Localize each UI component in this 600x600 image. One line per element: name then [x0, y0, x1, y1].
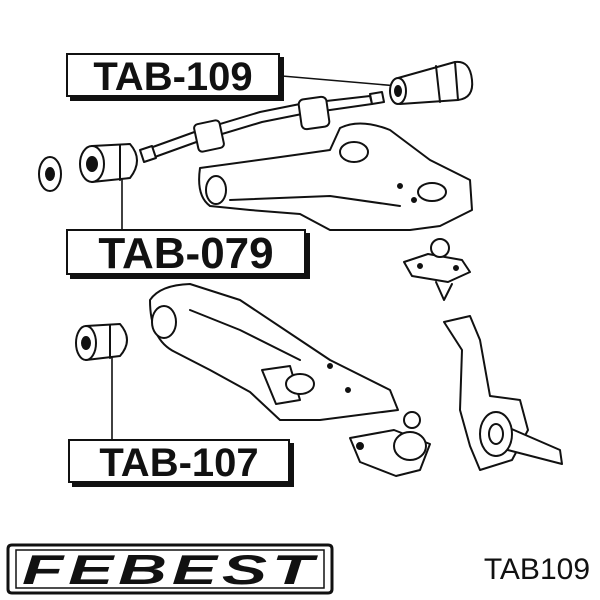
bushing-tab-109: [389, 60, 474, 105]
upper-control-arm: [198, 122, 473, 231]
lower-control-arm: [149, 283, 399, 421]
lower-ball-joint: [349, 411, 431, 477]
part-code: TAB109: [483, 553, 590, 586]
upper-ball-joint: [403, 238, 471, 301]
callout-tab-107: TAB-107: [68, 439, 290, 483]
steering-knuckle: [443, 315, 563, 471]
bushing-tab-079: [79, 143, 138, 183]
leader-lines: [111, 75, 399, 440]
febest-logo-text: FEBEST: [22, 546, 319, 593]
upper-arm-shaft: [139, 91, 385, 163]
febest-logo: FEBEST: [6, 543, 334, 595]
callout-tab-079: TAB-079: [66, 229, 306, 276]
washer: [38, 156, 62, 192]
callout-tab-109: TAB-109: [66, 53, 280, 97]
bushing-tab-107: [75, 323, 128, 361]
